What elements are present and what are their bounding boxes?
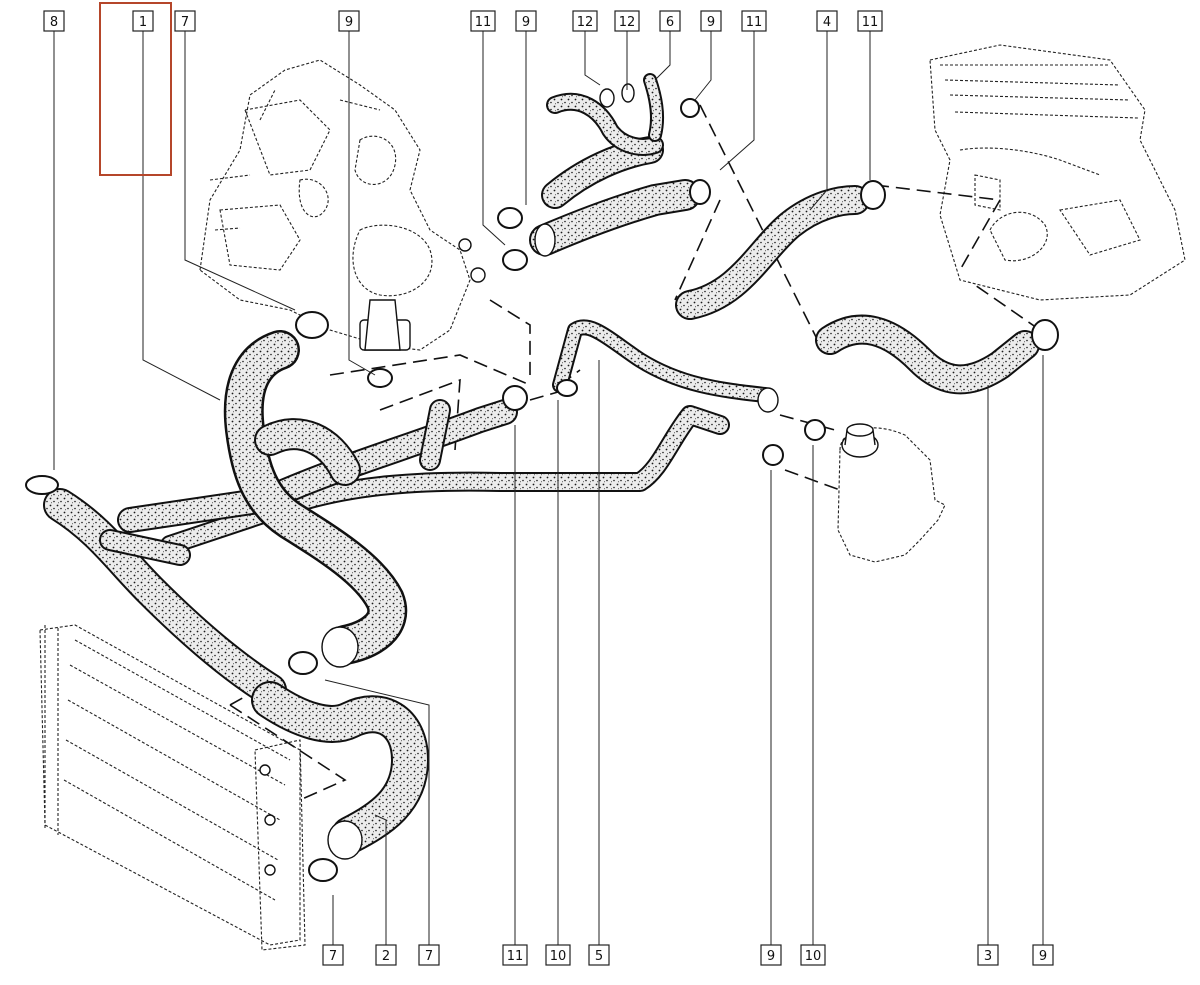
engine-block-illustration (199, 59, 486, 351)
thermostat-housing (497, 73, 711, 271)
part-label[interactable]: 2 (375, 944, 397, 966)
part-label[interactable]: 7 (322, 944, 344, 966)
bottom-part-labels: 7 2 7 11 10 5 9 10 3 9 (322, 944, 1054, 966)
part-label[interactable]: 11 (857, 10, 883, 32)
hose-3 (815, 314, 1059, 395)
part-label[interactable]: 11 (470, 10, 496, 32)
hose-1 (223, 311, 408, 668)
part-label[interactable]: 12 (572, 10, 598, 32)
part-label-number: 9 (345, 15, 353, 30)
part-label[interactable]: 1 (132, 10, 154, 32)
top-part-labels: 8 1 7 9 11 9 12 12 6 9 11 4 11 (43, 10, 883, 32)
part-label-number: 12 (619, 15, 636, 30)
part-label[interactable]: 7 (418, 944, 440, 966)
part-label-number: 6 (666, 15, 674, 30)
part-label-number: 11 (475, 15, 492, 30)
hose-8 (25, 475, 287, 707)
part-label-number: 7 (425, 949, 433, 964)
part-label[interactable]: 9 (700, 10, 722, 32)
part-label-number: 12 (577, 15, 594, 30)
part-label[interactable]: 11 (502, 944, 528, 966)
part-label[interactable]: 11 (741, 10, 767, 32)
part-label-number: 10 (550, 949, 567, 964)
part-label[interactable]: 9 (760, 944, 782, 966)
part-label[interactable]: 4 (816, 10, 838, 32)
part-label-number: 5 (595, 949, 603, 964)
part-label[interactable]: 10 (800, 944, 826, 966)
part-label-number: 11 (507, 949, 524, 964)
expansion-tank-illustration (837, 423, 946, 563)
part-label-number: 11 (862, 15, 879, 30)
heater-box-illustration (929, 44, 1186, 301)
part-label-number: 9 (1039, 949, 1047, 964)
hose-tank-return (160, 405, 826, 555)
part-label-number: 7 (181, 15, 189, 30)
selected-part-highlight (99, 2, 172, 176)
hose-4 (675, 180, 886, 320)
part-label-number: 10 (805, 949, 822, 964)
part-label-number: 9 (522, 15, 530, 30)
part-label[interactable]: 12 (614, 10, 640, 32)
part-label[interactable]: 5 (588, 944, 610, 966)
part-label-number: 4 (823, 15, 831, 30)
part-label[interactable]: 7 (174, 10, 196, 32)
part-label[interactable]: 6 (659, 10, 681, 32)
hose-5 (552, 319, 779, 413)
part-label-number: 9 (767, 949, 775, 964)
part-label-number: 11 (746, 15, 763, 30)
part-label[interactable]: 8 (43, 10, 65, 32)
part-label[interactable]: 9 (515, 10, 537, 32)
part-label-number: 2 (382, 949, 390, 964)
hoses (25, 180, 1059, 882)
label-leaders (53, 30, 1044, 945)
hose-2 (251, 651, 429, 882)
radiator-illustration (39, 624, 306, 951)
part-label-number: 7 (329, 949, 337, 964)
part-label[interactable]: 3 (977, 944, 999, 966)
part-label-number: 9 (707, 15, 715, 30)
part-label[interactable]: 10 (545, 944, 571, 966)
part-label[interactable]: 9 (1032, 944, 1054, 966)
part-label[interactable]: 9 (338, 10, 360, 32)
part-label-number: 8 (50, 15, 58, 30)
part-label-number: 3 (984, 949, 992, 964)
part-label-number: 1 (139, 15, 147, 30)
